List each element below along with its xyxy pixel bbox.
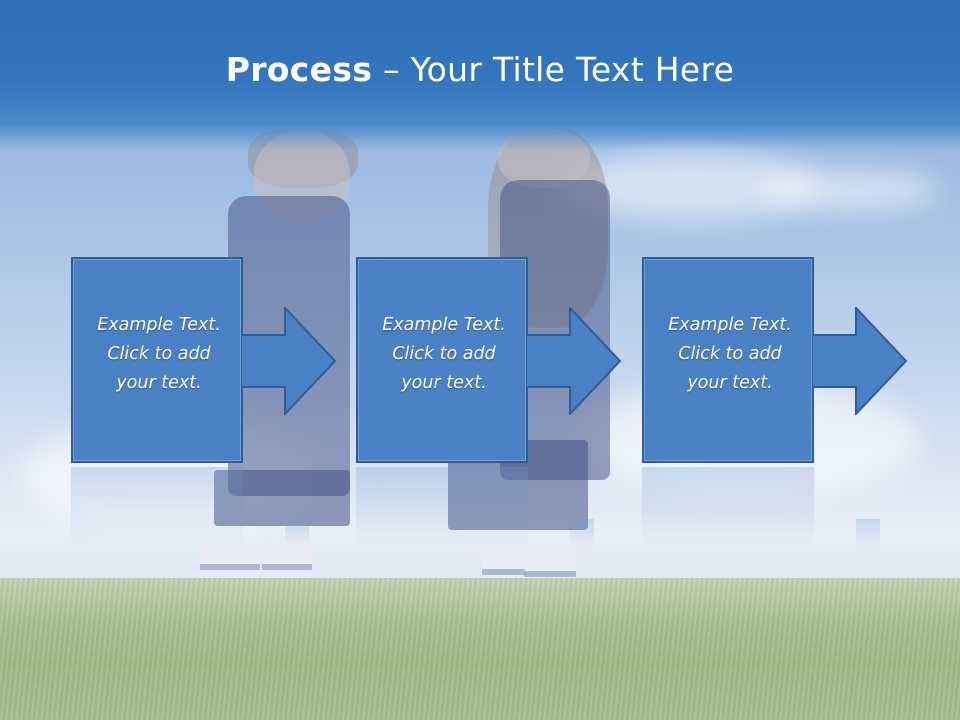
step-reflection: [356, 467, 626, 547]
step-text-line: your text.: [401, 373, 487, 393]
step-reflection: [642, 467, 912, 547]
step-box[interactable]: Example Text. Click to add your text.: [642, 257, 814, 463]
step-box[interactable]: Example Text. Click to add your text.: [356, 257, 528, 463]
process-step-1[interactable]: Example Text. Click to add your text.: [71, 257, 341, 467]
title-bar: Process – Your Title Text Here: [0, 0, 960, 150]
step-text[interactable]: Example Text. Click to add your text.: [358, 311, 530, 398]
step-text-line: Click to add: [107, 344, 211, 364]
step-text-line: Example Text.: [668, 315, 792, 335]
right-arrow-icon: [812, 307, 908, 415]
process-step-3[interactable]: Example Text. Click to add your text.: [642, 257, 912, 467]
step-text-line: Click to add: [678, 344, 782, 364]
step-text-line: Example Text.: [382, 315, 506, 335]
step-text-line: Click to add: [392, 344, 496, 364]
step-text-line: Example Text.: [97, 315, 221, 335]
right-arrow-icon: [241, 307, 337, 415]
title-bold: Process: [225, 50, 373, 89]
slide-title[interactable]: Process – Your Title Text Here: [0, 50, 960, 89]
step-reflection: [71, 467, 341, 547]
step-text-line: your text.: [687, 373, 773, 393]
step-text[interactable]: Example Text. Click to add your text.: [644, 311, 816, 398]
step-box[interactable]: Example Text. Click to add your text.: [71, 257, 243, 463]
right-arrow-icon: [526, 307, 622, 415]
step-text[interactable]: Example Text. Click to add your text.: [73, 311, 245, 398]
cloud: [760, 170, 940, 210]
grass-field: [0, 578, 960, 720]
title-rest: – Your Title Text Here: [372, 50, 735, 89]
step-text-line: your text.: [116, 373, 202, 393]
process-step-2[interactable]: Example Text. Click to add your text.: [356, 257, 626, 467]
